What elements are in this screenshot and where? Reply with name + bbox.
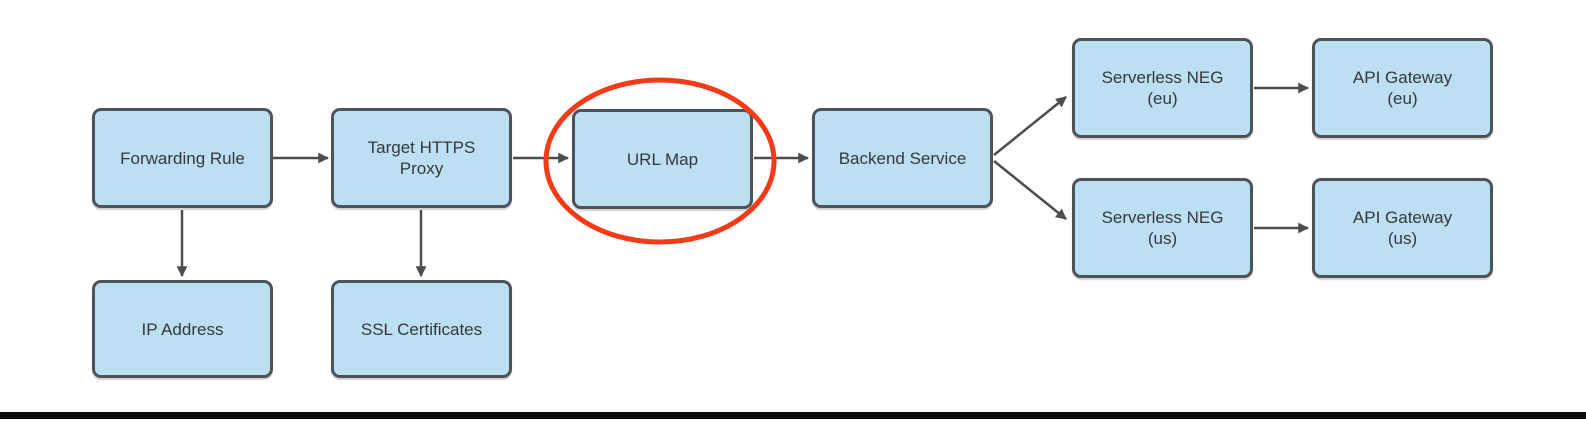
node-backend-service: Backend Service <box>812 108 993 208</box>
node-label: URL Map <box>626 149 699 169</box>
node-target-https-proxy: Target HTTPS Proxy <box>331 108 512 208</box>
node-ip-address: IP Address <box>92 280 273 378</box>
node-label: API Gateway <box>1352 68 1453 87</box>
node-api-gateway-eu: API Gateway (eu) <box>1312 38 1493 138</box>
node-label-line2: (us) <box>1147 229 1178 248</box>
node-label: Serverless NEG <box>1101 68 1224 87</box>
node-api-gateway-us: API Gateway (us) <box>1312 178 1493 278</box>
node-label: API Gateway <box>1352 208 1453 227</box>
node-label-line2: (eu) <box>1147 89 1178 108</box>
node-label: IP Address <box>141 319 224 339</box>
node-forwarding-rule: Forwarding Rule <box>92 108 273 208</box>
edge-backend-service-to-serverless-neg-eu <box>993 96 1067 156</box>
node-label: Target HTTPS <box>367 138 476 157</box>
node-label: Serverless NEG <box>1101 208 1224 227</box>
node-label-line2: (eu) <box>1387 89 1418 108</box>
bottom-border-bar <box>0 412 1586 419</box>
node-label: Forwarding Rule <box>120 148 245 168</box>
node-label: Backend Service <box>838 148 967 168</box>
node-serverless-neg-us: Serverless NEG (us) <box>1072 178 1253 278</box>
node-url-map: URL Map <box>572 109 753 209</box>
edge-backend-service-to-serverless-neg-us <box>993 160 1067 220</box>
node-label-line2: (us) <box>1387 229 1418 248</box>
node-label-line2: Proxy <box>399 159 444 178</box>
node-ssl-certificates: SSL Certificates <box>331 280 512 378</box>
node-serverless-neg-eu: Serverless NEG (eu) <box>1072 38 1253 138</box>
node-label: SSL Certificates <box>360 319 483 339</box>
